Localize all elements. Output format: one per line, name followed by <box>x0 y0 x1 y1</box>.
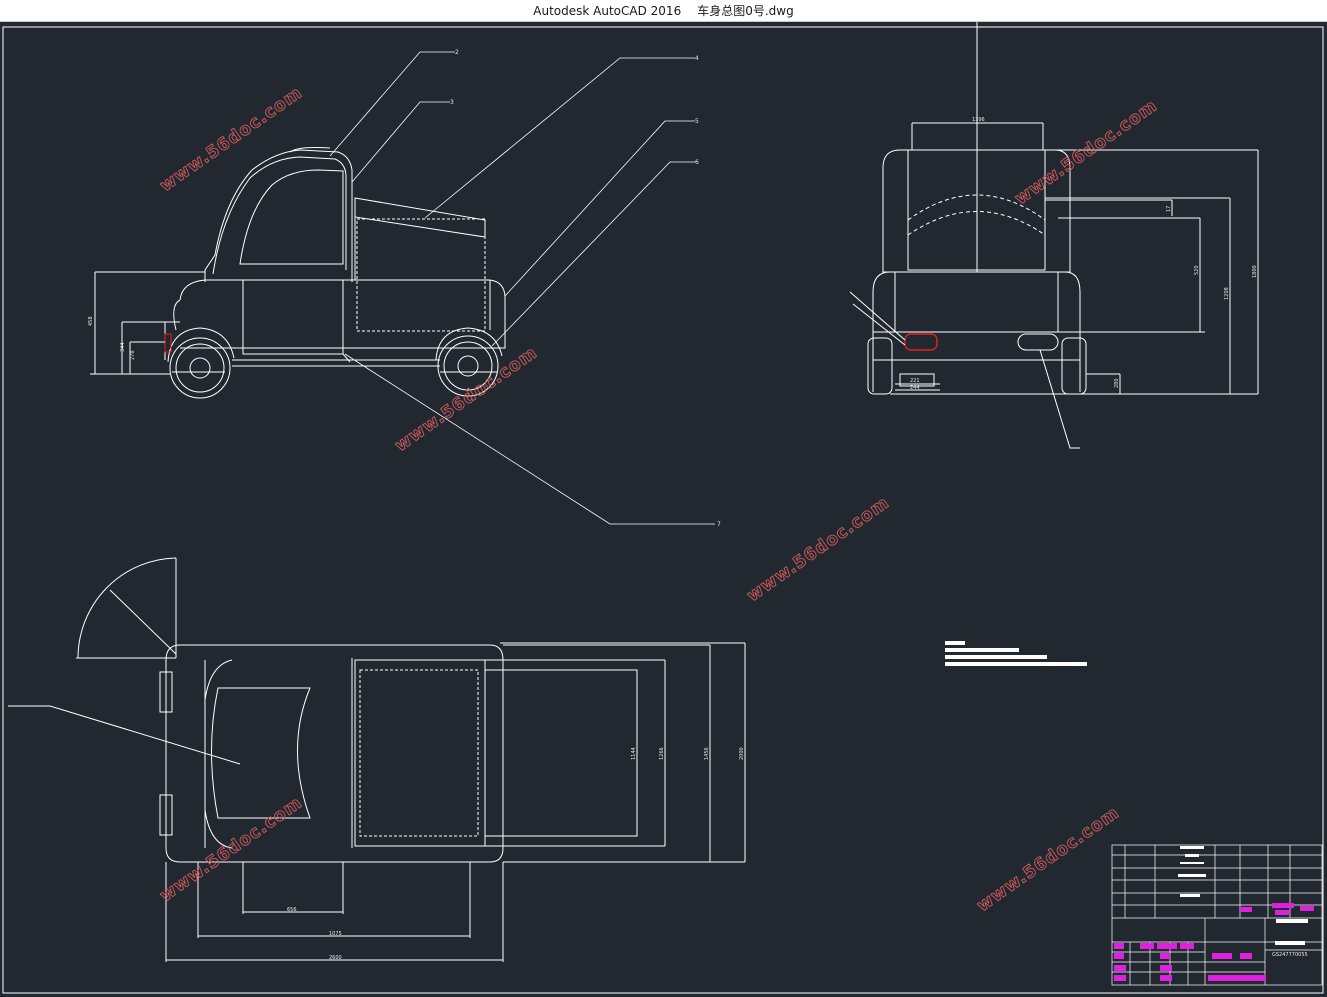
technical-notes <box>945 641 1087 666</box>
part-label-5: 5 <box>695 118 699 125</box>
dim-top-1075: 1075 <box>329 931 342 937</box>
dim-side-278: 278 <box>130 350 136 360</box>
part-label-7: 7 <box>717 521 721 528</box>
dim-top-1456: 1456 <box>704 747 710 760</box>
file-name: 车身总图0号.dwg <box>697 4 794 18</box>
dim-rear-280: 280 <box>1114 378 1120 388</box>
dimension-texts: 458 344 278 1396 1208 1800 520 17 280 22… <box>88 117 1258 961</box>
app-title: Autodesk AutoCAD 2016 <box>533 3 682 18</box>
dim-rear-1208: 1208 <box>1224 287 1230 300</box>
dim-top-1144: 1144 <box>631 747 637 760</box>
side-view-leaders <box>329 51 715 525</box>
side-view <box>90 147 506 399</box>
title-block-fills: GS247770055 <box>1114 846 1314 981</box>
dim-rear-221: 221 <box>910 378 920 384</box>
title-block <box>1111 844 1323 986</box>
part-label-2: 2 <box>455 49 459 56</box>
rear-view <box>849 22 1259 449</box>
dim-rear-520: 520 <box>1194 265 1200 275</box>
window-title-bar: Autodesk AutoCAD 2016 车身总图0号.dwg <box>0 0 1327 22</box>
dim-top-656: 656 <box>287 907 297 913</box>
part-label-6: 6 <box>695 159 699 166</box>
dim-rear-17: 17 <box>1166 206 1172 212</box>
dim-rear-1396: 1396 <box>972 117 985 123</box>
drawing-frame <box>2 26 1324 994</box>
top-view <box>8 557 746 962</box>
part-label-4: 4 <box>695 55 699 62</box>
dim-side-458: 458 <box>88 316 94 326</box>
part-label-3: 3 <box>450 99 454 106</box>
dim-rear-1800: 1800 <box>1252 265 1258 278</box>
dim-rear-244: 244 <box>910 385 920 391</box>
dim-top-2000: 2000 <box>739 747 745 760</box>
dim-top-1266: 1266 <box>659 747 665 760</box>
dim-side-344: 344 <box>120 342 126 352</box>
title-block-code: GS247770055 <box>1272 952 1308 958</box>
dim-top-2600: 2600 <box>329 955 342 961</box>
drawing-canvas[interactable]: GS247770055 2 3 4 5 6 7 458 344 278 1396… <box>0 22 1327 997</box>
part-labels: 2 3 4 5 6 7 <box>450 49 721 528</box>
